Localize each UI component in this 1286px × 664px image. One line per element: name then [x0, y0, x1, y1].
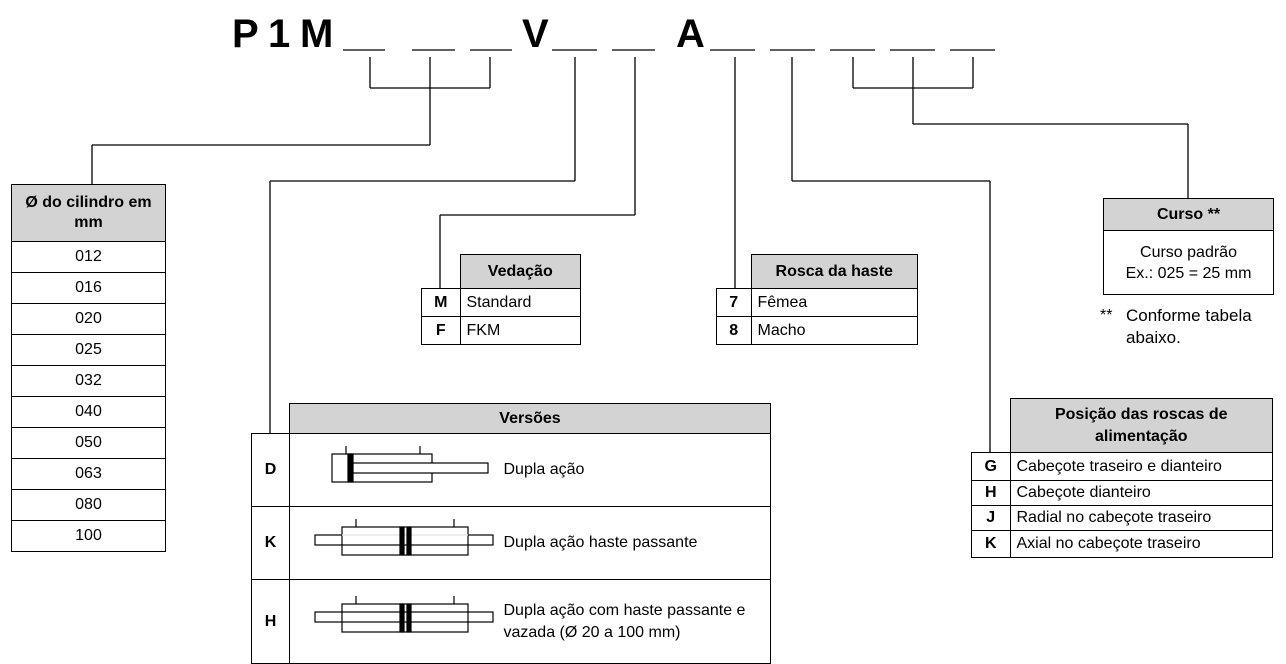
posicao-label: Axial no cabeçote traseiro [1009, 530, 1273, 558]
rosca-label: Macho [750, 316, 918, 345]
versoes-code: H [251, 579, 290, 664]
cylinder-symbol-d [331, 446, 489, 483]
curso-table: Curso ** Curso padrão Ex.: 025 = 25 mm [1103, 198, 1274, 295]
diameter-value: 100 [11, 520, 166, 552]
cylinder-h-icon [289, 579, 498, 664]
rosca-code: 8 [716, 316, 752, 345]
rosca-code: 7 [716, 288, 752, 317]
code-letter-v: V [522, 12, 549, 56]
vedacao-label: Standard [459, 288, 581, 317]
code-letter-a: A [676, 12, 705, 56]
code-letter-m: M [300, 12, 334, 56]
posicao-label: Radial no cabeçote traseiro [1009, 505, 1273, 531]
versoes-code: D [251, 433, 290, 507]
rosca-label: Fêmea [750, 288, 918, 317]
diameter-value: 050 [11, 427, 166, 459]
curso-note: Conforme tabela abaixo. [1126, 306, 1252, 347]
diameter-value: 080 [11, 489, 166, 521]
posicao-code: G [971, 452, 1011, 481]
curso-line-2: Ex.: 025 = 25 mm [1125, 264, 1252, 282]
diameter-value: 040 [11, 396, 166, 428]
diameter-value: 025 [11, 334, 166, 366]
versoes-header: Versões [289, 403, 771, 434]
versoes-code: K [251, 506, 290, 580]
rosca-table: Rosca da haste 7 Fêmea 8 Macho [716, 254, 918, 345]
diameter-table: Ø do cilindro em mm 012 016 020 025 032 … [11, 184, 166, 552]
posicao-code: K [971, 530, 1011, 558]
versoes-label: Dupla ação haste passante [497, 506, 771, 580]
posicao-header: Posição das roscas de alimentação [1009, 398, 1273, 453]
posicao-code: J [971, 505, 1011, 531]
versoes-label: Dupla ação [497, 433, 771, 507]
diameter-value: 020 [11, 303, 166, 335]
posicao-code: H [971, 480, 1011, 506]
connector-lines [91, 49, 1189, 452]
rosca-header: Rosca da haste [750, 254, 918, 289]
vedacao-header: Vedação [459, 254, 581, 289]
diameter-value: 016 [11, 272, 166, 304]
diameter-header: Ø do cilindro em mm [11, 184, 166, 242]
cylinder-symbol-h [314, 596, 494, 633]
diameter-value: 063 [11, 458, 166, 490]
vedacao-table: Vedação M Standard F FKM [421, 254, 581, 345]
versoes-label: Dupla ação com haste passante e vazada (… [497, 579, 771, 664]
vedacao-code: F [421, 316, 461, 345]
curso-line-1: Curso padrão [1140, 243, 1237, 261]
curso-note-mark: ** [1100, 307, 1113, 324]
posicao-table: Posição das roscas de alimentação G Cabe… [971, 398, 1273, 558]
vedacao-code: M [421, 288, 461, 317]
versoes-table: Versões D Dupla ação K [251, 403, 771, 664]
code-letter-p: P [232, 12, 259, 56]
posicao-label: Cabeçote traseiro e dianteiro [1009, 452, 1273, 481]
diameter-value: 032 [11, 365, 166, 397]
diameter-value: 012 [11, 241, 166, 273]
cylinder-d-icon [289, 433, 498, 507]
code-letter-1: 1 [268, 12, 291, 56]
cylinder-k-icon [289, 506, 498, 580]
cylinder-symbol-k [314, 519, 494, 556]
posicao-label: Cabeçote dianteiro [1009, 480, 1273, 506]
curso-description: Curso padrão Ex.: 025 = 25 mm [1103, 230, 1274, 295]
curso-header: Curso ** [1103, 198, 1274, 231]
vedacao-label: FKM [459, 316, 581, 345]
